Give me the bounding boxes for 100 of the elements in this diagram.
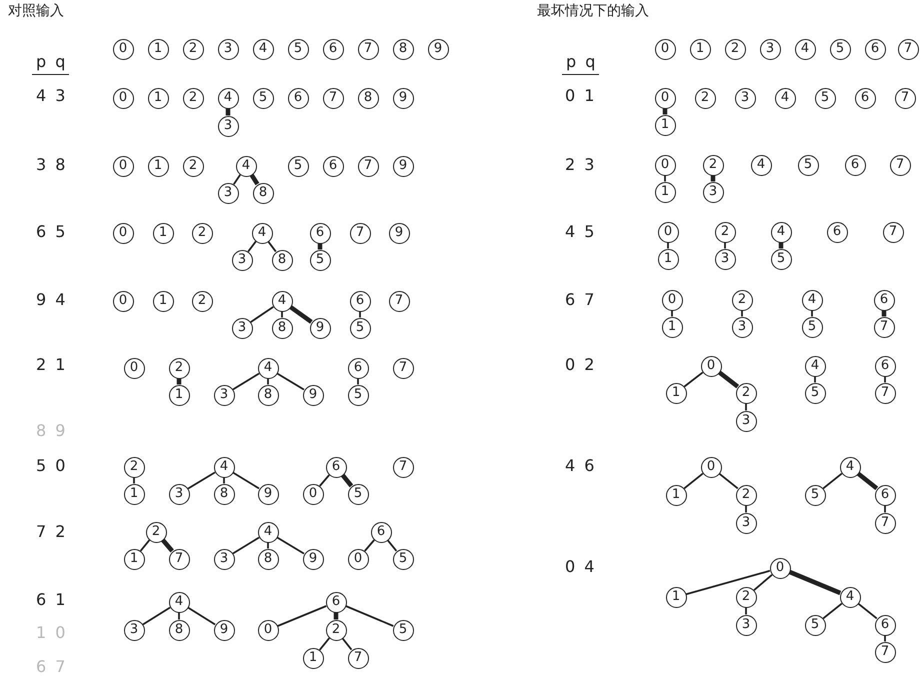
node-circle: 6 [326,592,346,612]
tree-link [250,174,260,186]
node-circle: 8 [252,182,274,204]
column-header: p q [32,54,70,75]
tree-link [188,472,216,490]
node-circle: 6 [322,38,344,60]
tree-link [289,305,313,324]
input-pair: 6 5 [36,224,66,240]
node-circle: 5 [310,250,330,270]
node-circle: 5 [802,316,822,338]
node-circle: 0 [112,88,134,108]
node-circle: 7 [168,548,190,570]
node-circle: 5 [288,156,308,176]
tree-link [133,478,135,484]
node-circle: 5 [348,384,368,406]
node-circle: 5 [814,88,836,108]
node-circle: 5 [798,154,818,176]
node-circle: 3 [232,250,252,270]
node-circle: 2 [736,382,756,404]
tree-link [811,310,813,316]
node-circle: 6 [854,88,876,108]
node-circle: 0 [658,222,678,242]
node-circle: 7 [350,222,370,244]
tree-link [882,310,886,316]
node-circle: 3 [736,410,756,432]
tree-link [884,636,886,642]
node-circle: 0 [662,290,682,310]
node-circle: 3 [736,614,756,636]
node-circle: 5 [770,248,792,270]
node-circle: 5 [830,38,850,60]
tree-link [858,602,878,620]
tree-link [741,310,743,316]
input-pair: 2 3 [565,157,594,173]
node-circle: 1 [666,586,686,608]
tree-link [718,370,740,388]
node-circle: 6 [874,356,896,376]
node-circle: 3 [168,484,190,504]
node-circle: 1 [124,548,144,570]
node-circle: 0 [112,222,134,244]
node-circle: 6 [322,156,344,176]
tree-link [753,574,773,591]
input-pair: 0 2 [565,357,594,373]
node-circle: 0 [112,290,134,312]
tree-link [822,472,842,490]
tree-link [364,539,375,552]
node-circle: 0 [654,38,676,60]
tree-link [664,176,666,182]
input-pair: 9 4 [36,292,66,308]
tree-link [140,540,150,552]
node-circle: 2 [326,620,346,640]
node-circle: 5 [804,614,826,636]
node-circle: 4 [236,156,256,176]
tree-link [276,372,304,390]
tree-link [671,310,673,316]
node-circle: 0 [348,548,368,570]
tree-link [232,536,260,554]
node-circle: 0 [112,156,134,176]
tree-link [233,174,241,185]
node-circle: 4 [272,290,292,312]
node-circle: 5 [252,88,274,108]
node-circle: 2 [736,586,756,608]
node-circle: 3 [760,38,780,60]
input-pair: 4 3 [36,88,66,104]
node-circle: 7 [874,382,896,404]
tree-link [667,242,669,248]
node-circle: 1 [148,38,168,60]
tree-link [232,472,260,490]
tree-link [223,478,225,484]
node-circle: 0 [654,88,676,108]
tree-link [318,244,322,250]
node-circle: 4 [252,222,272,244]
node-circle: 2 [182,88,204,108]
node-circle: 1 [666,484,686,506]
input-pair: 6 1 [36,592,66,608]
node-circle: 3 [124,620,144,640]
node-circle: 5 [288,38,308,60]
tree-link [386,540,398,552]
node-circle: 1 [654,182,676,202]
node-circle: 6 [844,154,866,176]
node-circle: 4 [802,290,822,310]
tree-link [247,240,257,252]
input-pair: 1 0 [36,625,66,641]
node-circle: 2 [124,456,144,478]
node-circle: 1 [658,248,678,270]
node-circle: 7 [392,358,414,378]
node-circle: 7 [322,88,344,108]
node-circle: 3 [218,182,238,204]
tree-link [319,474,330,487]
node-circle: 5 [348,484,368,504]
node-circle: 8 [258,384,278,406]
node-circle: 9 [302,548,324,570]
tree-link [277,605,327,627]
tree-link [684,372,704,388]
node-circle: 8 [214,484,234,504]
node-circle: 7 [874,316,894,338]
node-circle: 2 [192,290,212,312]
node-circle: 3 [736,512,756,534]
tree-link [814,376,816,382]
node-circle: 6 [826,222,848,242]
tree-link [724,242,726,248]
